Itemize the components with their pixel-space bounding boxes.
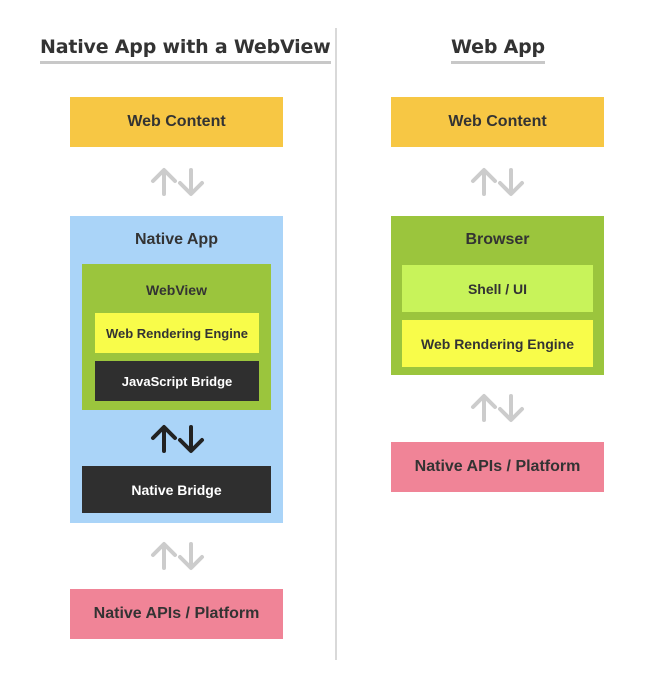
right-web-rendering-engine: Web Rendering Engine <box>402 320 593 367</box>
up-down-arrows-icon <box>151 168 204 196</box>
up-down-arrows-icon <box>471 168 524 196</box>
browser-label: Browser <box>465 231 530 248</box>
native-bridge: Native Bridge <box>82 466 271 513</box>
left-native-apis-platform: Native APIs / Platform <box>70 589 283 639</box>
javascript-bridge: JavaScript Bridge <box>95 361 259 401</box>
up-down-arrows-dark-icon <box>151 425 204 453</box>
left-web-content: Web Content <box>70 97 283 147</box>
right-native-apis-platform: Native APIs / Platform <box>391 442 604 492</box>
right-web-content: Web Content <box>391 97 604 147</box>
native-app-label: Native App <box>135 231 218 248</box>
up-down-arrows-icon <box>471 394 524 422</box>
left-column-title: Native App with a WebView <box>40 36 331 64</box>
left-web-rendering-engine: Web Rendering Engine <box>95 313 259 353</box>
webview-label: WebView <box>146 282 207 298</box>
up-down-arrows-icon <box>151 542 204 570</box>
column-divider <box>335 28 337 660</box>
right-column-title: Web App <box>398 36 598 64</box>
shell-ui: Shell / UI <box>402 265 593 312</box>
